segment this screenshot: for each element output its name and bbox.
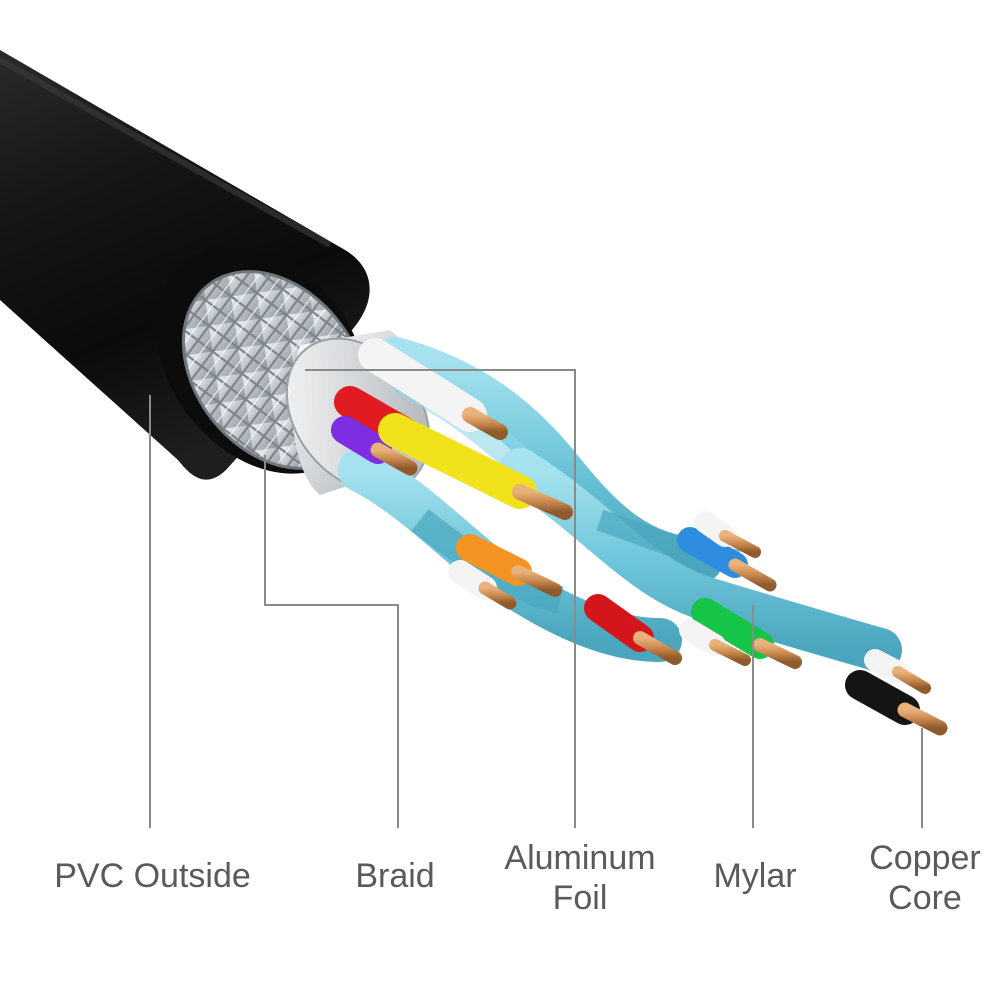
aluminum-foil-label-line-1: Aluminum: [504, 839, 656, 877]
aluminum-foil-label: Aluminum Foil: [490, 838, 670, 918]
pvc-outside-label-line-1: PVC Outside: [54, 857, 251, 895]
mylar-label-line-1: Mylar: [713, 857, 797, 895]
aluminum-foil-label-line-2: Foil: [552, 879, 608, 917]
copper-core-label: Copper Core: [855, 838, 995, 918]
braid-label: Braid: [340, 856, 450, 896]
braid-leader-line: [264, 455, 399, 828]
copper-core-label-line-2: Core: [888, 879, 962, 917]
braid-label-line-1: Braid: [355, 857, 435, 895]
foil-leader-line: [305, 369, 576, 828]
pvc-outside-label: PVC Outside: [40, 856, 265, 896]
leader-lines: [149, 369, 923, 828]
copper-core-label-line-1: Copper: [869, 839, 981, 877]
insulated-wires: [331, 338, 948, 736]
mylar-label: Mylar: [700, 856, 810, 896]
